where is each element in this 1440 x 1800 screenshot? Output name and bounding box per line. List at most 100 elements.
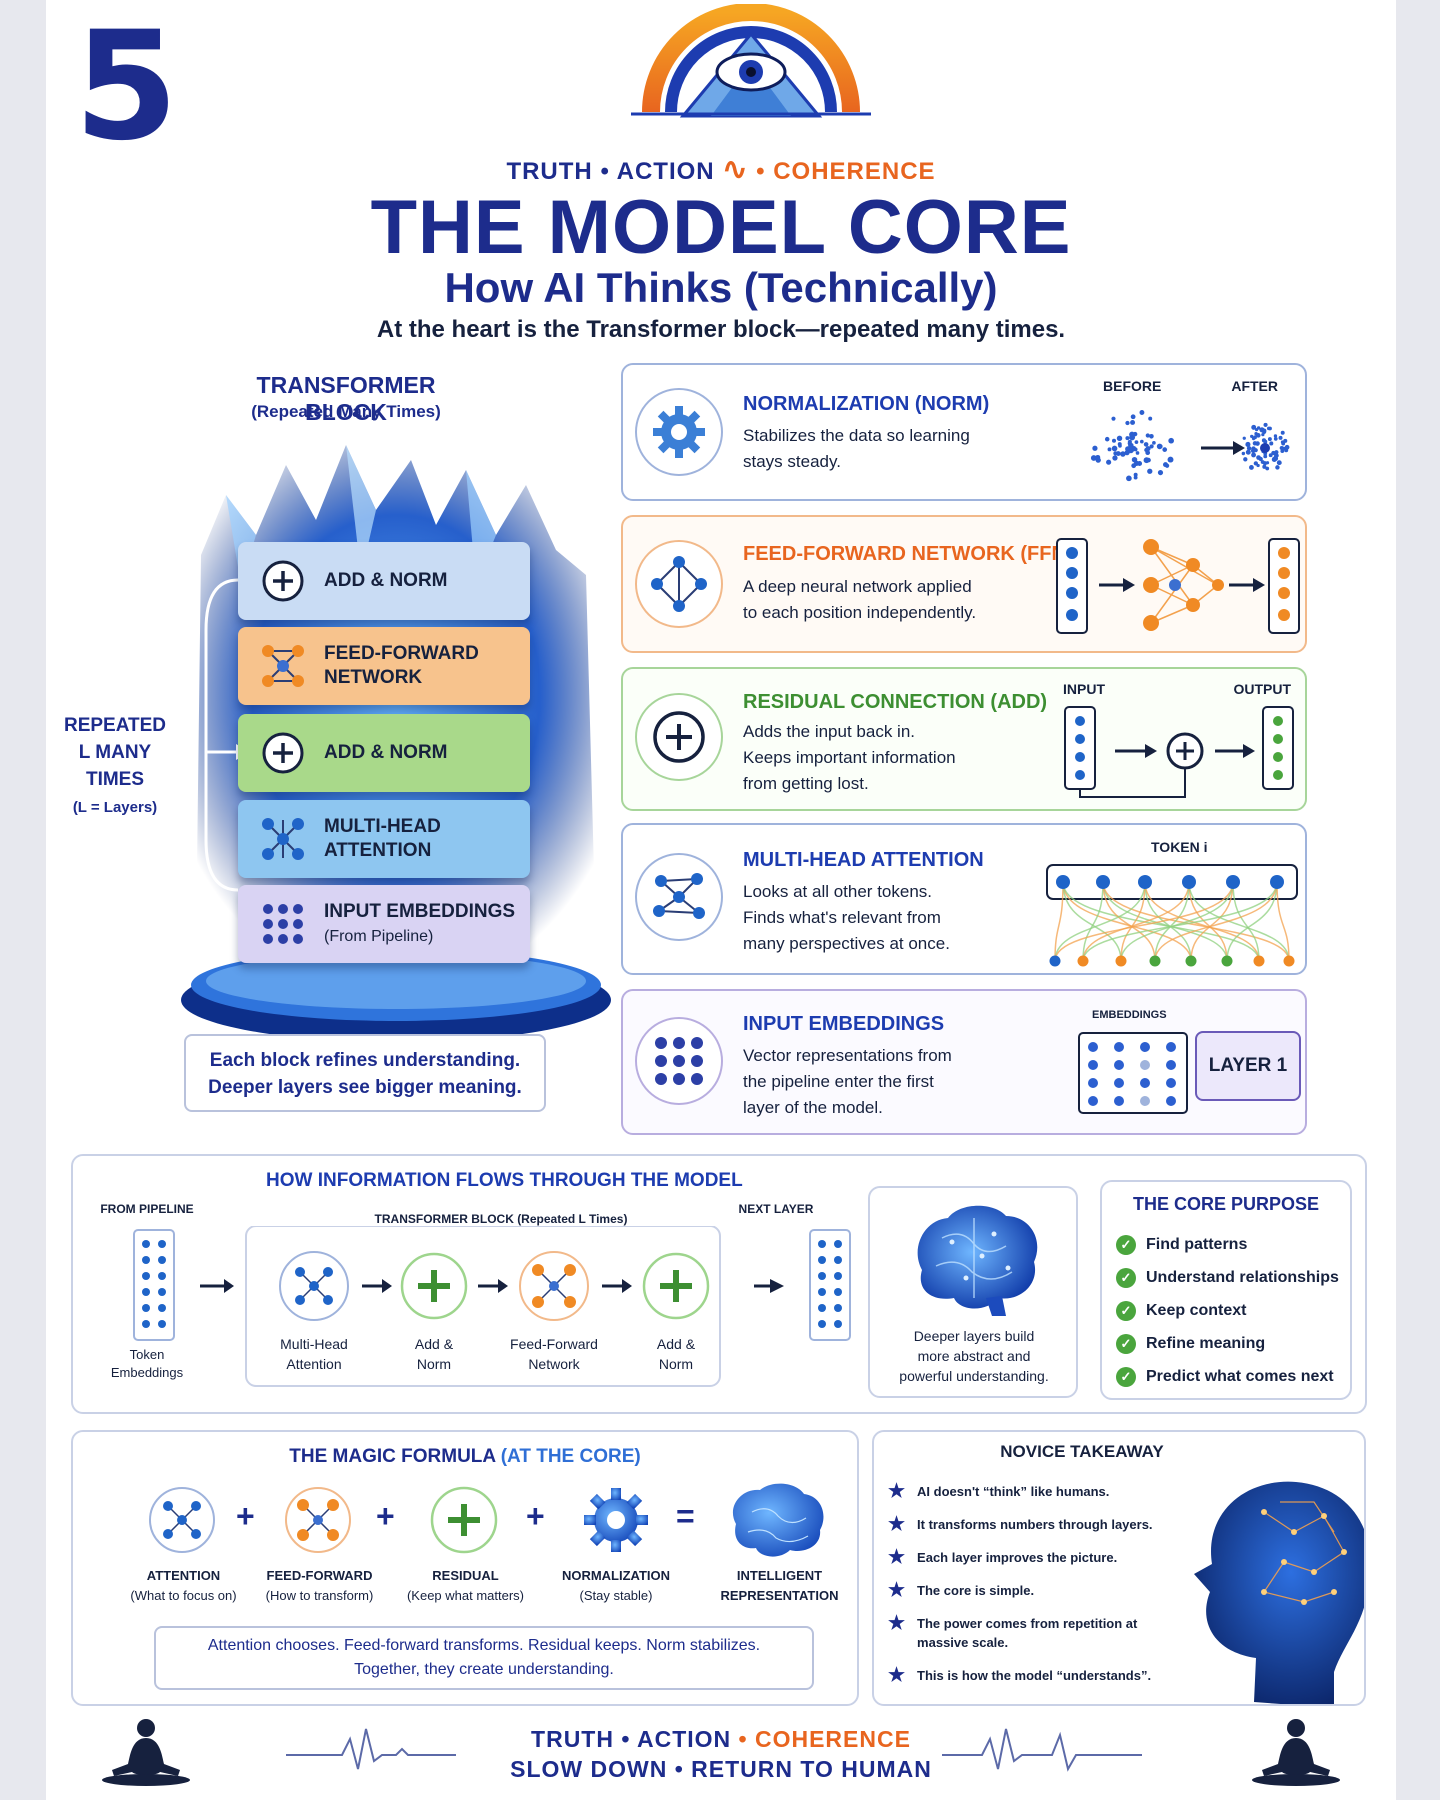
card-title: MULTI-HEAD ATTENTION [743, 849, 984, 871]
dot [1096, 875, 1110, 889]
dot [1284, 448, 1289, 453]
dots-grid-icon [635, 1017, 723, 1105]
star-icon: ★ [888, 1580, 906, 1601]
dot [1242, 436, 1246, 440]
plus-icon [635, 693, 723, 781]
dot [1088, 1078, 1098, 1088]
star-icon: ★ [888, 1514, 906, 1535]
dot [1226, 875, 1240, 889]
attention-line [1190, 881, 1234, 962]
dot [1104, 436, 1110, 442]
dot [1111, 438, 1117, 443]
dot [1274, 450, 1279, 455]
formula-icons [149, 1483, 824, 1557]
plus-operator: + [376, 1498, 395, 1534]
dot [1250, 434, 1254, 439]
dot [1148, 416, 1153, 421]
dot [1263, 422, 1268, 427]
dot [1283, 955, 1295, 967]
output-label: OUTPUT [1233, 681, 1291, 697]
dot [1125, 436, 1130, 441]
dot [1273, 455, 1278, 459]
residual-diagram [1064, 706, 1294, 798]
network-node-icon [635, 540, 723, 628]
attention-line [1226, 881, 1278, 962]
card-embeddings: INPUT EMBEDDINGS Vector representations … [621, 989, 1307, 1135]
dot [1182, 875, 1196, 889]
attention-line [1082, 881, 1104, 962]
formula-term-normalization: NORMALIZATION(Stay stable) [561, 1568, 671, 1603]
eye-logo [631, 4, 871, 118]
dot [1138, 875, 1152, 889]
dot [1112, 455, 1118, 461]
dot [1126, 475, 1132, 482]
attention-line [1082, 881, 1278, 962]
purpose-item: ✓Understand relationships [1116, 1261, 1339, 1294]
dot [1145, 450, 1151, 456]
dot [1166, 1078, 1176, 1088]
dot [1088, 1042, 1098, 1052]
brain-icon [917, 1205, 1038, 1316]
dot [1270, 875, 1284, 889]
dot [1139, 410, 1145, 415]
dot [1129, 431, 1135, 438]
dot [1077, 955, 1089, 967]
infographic-page: 5 TRUTH • ACTION ∿ • COHERENCE THE MODEL… [46, 0, 1396, 1800]
dot [1127, 446, 1134, 453]
dot [1168, 437, 1174, 444]
dot [1114, 1096, 1124, 1106]
check-icon: ✓ [1116, 1267, 1136, 1288]
dot [1263, 439, 1268, 444]
dot [1095, 457, 1101, 463]
flow-step-add-norm-1: Add &Norm [414, 1336, 454, 1372]
tagline: TRUTH • ACTION ∿ • COHERENCE [506, 153, 936, 186]
dot [1265, 461, 1270, 465]
heartbeat-line-right [942, 1728, 1142, 1772]
dot [1280, 440, 1285, 444]
attention-line [1062, 881, 1260, 962]
dot [1273, 437, 1278, 441]
dot [1149, 433, 1154, 439]
footer-line-1: TRUTH • ACTION • COHERENCE [531, 1726, 911, 1752]
attention-line [1154, 881, 1190, 962]
dot [1278, 435, 1283, 440]
dot [1262, 428, 1267, 433]
takeaway-title: NOVICE TAKEAWAY [1000, 1442, 1164, 1461]
star-icon: ★ [888, 1613, 906, 1634]
dot [1245, 441, 1251, 448]
embedding-matrix [1078, 1032, 1188, 1114]
dot [1092, 445, 1098, 451]
dot [1249, 465, 1254, 470]
purpose-item: ✓Refine meaning [1116, 1327, 1339, 1360]
takeaway-item: ★AI doesn't “think” like humans. [888, 1481, 1110, 1502]
takeaway-list: ★AI doesn't “think” like humans. ★It tra… [888, 1482, 1178, 1699]
dot [1124, 450, 1130, 456]
card-description: Adds the input back in.Keeps important i… [743, 722, 956, 793]
purpose-item: ✓Predict what comes next [1116, 1360, 1339, 1393]
dots-grid-icon [260, 901, 306, 947]
dot [1090, 455, 1097, 461]
dot [1245, 449, 1251, 455]
meditation-icon-left [102, 1719, 190, 1786]
next-layer-label: NEXT LAYER [738, 1202, 814, 1216]
dot [1255, 433, 1261, 438]
dot [1145, 433, 1150, 438]
attention-line [1054, 881, 1064, 962]
dot [1130, 414, 1136, 420]
repeated-label: REPEATED L MANY TIMES (L = Layers) [63, 715, 167, 816]
attention-line [1102, 881, 1228, 962]
dot [1088, 1096, 1098, 1106]
attention-line [1144, 881, 1260, 962]
dot [1261, 432, 1265, 437]
heartbeat-line-left [286, 1728, 456, 1770]
layer-add-norm-top: ADD & NORM [238, 542, 530, 620]
dot [1111, 416, 1116, 421]
dot [1114, 1060, 1124, 1070]
flow-title: HOW INFORMATION FLOWS THROUGH THE MODEL [266, 1170, 743, 1191]
core-purpose-title: THE CORE PURPOSE [1132, 1194, 1320, 1214]
dot [1152, 440, 1156, 445]
dot [1111, 445, 1118, 452]
